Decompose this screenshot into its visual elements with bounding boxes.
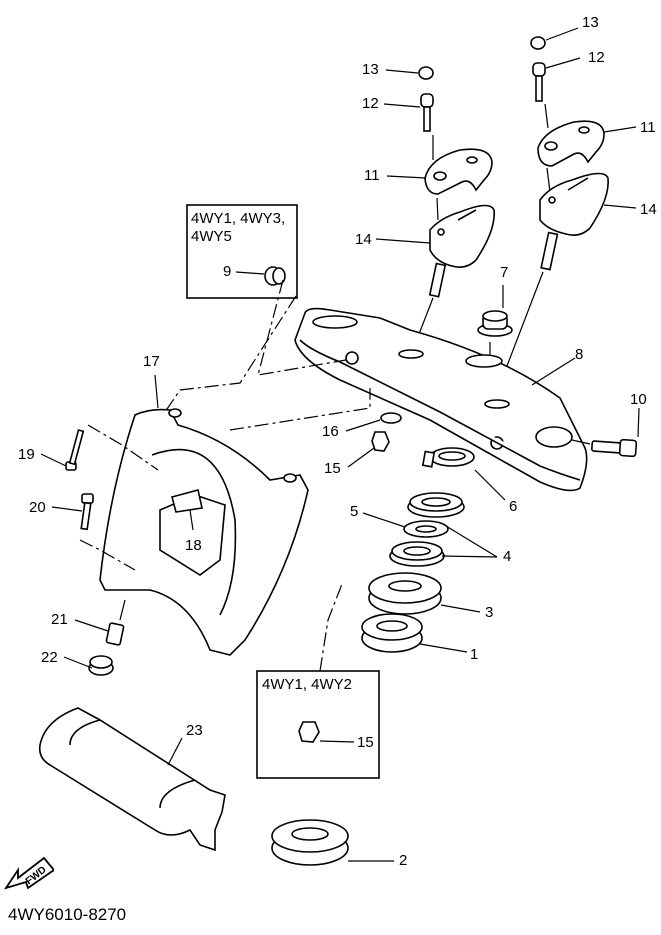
variant-box-2-title: 4WY1, 4WY2 xyxy=(262,676,353,693)
part-23-cable-cover xyxy=(38,707,226,852)
part-19-bolt xyxy=(65,429,85,471)
callout-17: 17 xyxy=(143,353,160,370)
part-1-bearing xyxy=(361,613,423,653)
part-14-holder-right xyxy=(539,172,609,271)
callout-11-left: 11 xyxy=(364,167,380,184)
variant-box-1-title-line1: 4WY1, 4WY3, xyxy=(191,210,286,227)
callout-15-box: 15 xyxy=(357,734,374,751)
callout-7: 7 xyxy=(500,264,509,281)
part-11-clamp-right xyxy=(537,120,605,167)
part-22-grommet xyxy=(88,655,114,676)
callout-2: 2 xyxy=(399,852,408,869)
part-8-upper-bracket xyxy=(294,307,588,492)
callout-12-right: 12 xyxy=(588,49,605,66)
part-6-lock-washer xyxy=(421,447,475,468)
variant-box-1-title-line2: 4WY5 xyxy=(191,228,232,245)
part-4-ring-nut-upper xyxy=(407,492,465,518)
callout-22: 22 xyxy=(41,649,58,666)
callout-1: 1 xyxy=(470,646,479,663)
part-17-headlight-stay xyxy=(99,408,309,656)
part-9-plug xyxy=(264,266,286,286)
part-16-washer xyxy=(380,412,402,424)
forward-direction-icon: FWD xyxy=(4,856,54,890)
part-20-bolt xyxy=(80,493,94,531)
callout-20: 20 xyxy=(29,499,46,516)
callout-14-right: 14 xyxy=(640,201,657,218)
variant-box-1-title: 4WY1, 4WY3, 4WY5 xyxy=(191,210,285,246)
part-7-nut xyxy=(477,310,513,337)
callout-11-right: 11 xyxy=(640,119,656,136)
callout-12-left: 12 xyxy=(362,95,379,112)
callout-14-left: 14 xyxy=(355,231,372,248)
callout-8: 8 xyxy=(575,346,584,363)
callout-21: 21 xyxy=(51,611,68,628)
callout-23: 23 xyxy=(186,722,203,739)
part-13-cap-right xyxy=(530,36,546,50)
callout-3: 3 xyxy=(485,604,494,621)
part-12-bolt-right xyxy=(532,62,546,102)
callout-18: 18 xyxy=(185,537,202,554)
part-10-bolt xyxy=(591,438,638,458)
part-2-oil-seal xyxy=(271,819,349,866)
callout-9: 9 xyxy=(223,263,232,280)
part-14-holder-left xyxy=(428,204,495,298)
callout-13-left: 13 xyxy=(362,61,379,78)
part-21-collar xyxy=(105,622,125,646)
part-12-bolt-left xyxy=(420,93,434,132)
part-15-nut-box xyxy=(298,721,320,743)
callout-4: 4 xyxy=(503,548,512,565)
part-15-nut-main xyxy=(371,431,390,452)
callout-6: 6 xyxy=(509,498,518,515)
callout-19: 19 xyxy=(18,446,35,463)
part-4-ring-nut-lower xyxy=(389,541,445,567)
part-11-clamp-left xyxy=(424,148,493,195)
callout-15: 15 xyxy=(324,460,341,477)
variant-box-4wy1-4wy3-4wy5 xyxy=(186,204,298,299)
callout-16: 16 xyxy=(322,423,339,440)
part-5-washer xyxy=(403,520,449,538)
callout-5: 5 xyxy=(350,503,359,520)
part-3-dust-seal xyxy=(368,572,442,615)
callout-13-right: 13 xyxy=(582,14,599,31)
callout-10: 10 xyxy=(630,391,647,408)
variant-box-4wy1-4wy2 xyxy=(256,670,380,779)
part-18-damper-pad xyxy=(171,489,203,513)
document-id: 4WY6010-8270 xyxy=(8,905,127,924)
part-13-cap-left xyxy=(418,66,434,80)
